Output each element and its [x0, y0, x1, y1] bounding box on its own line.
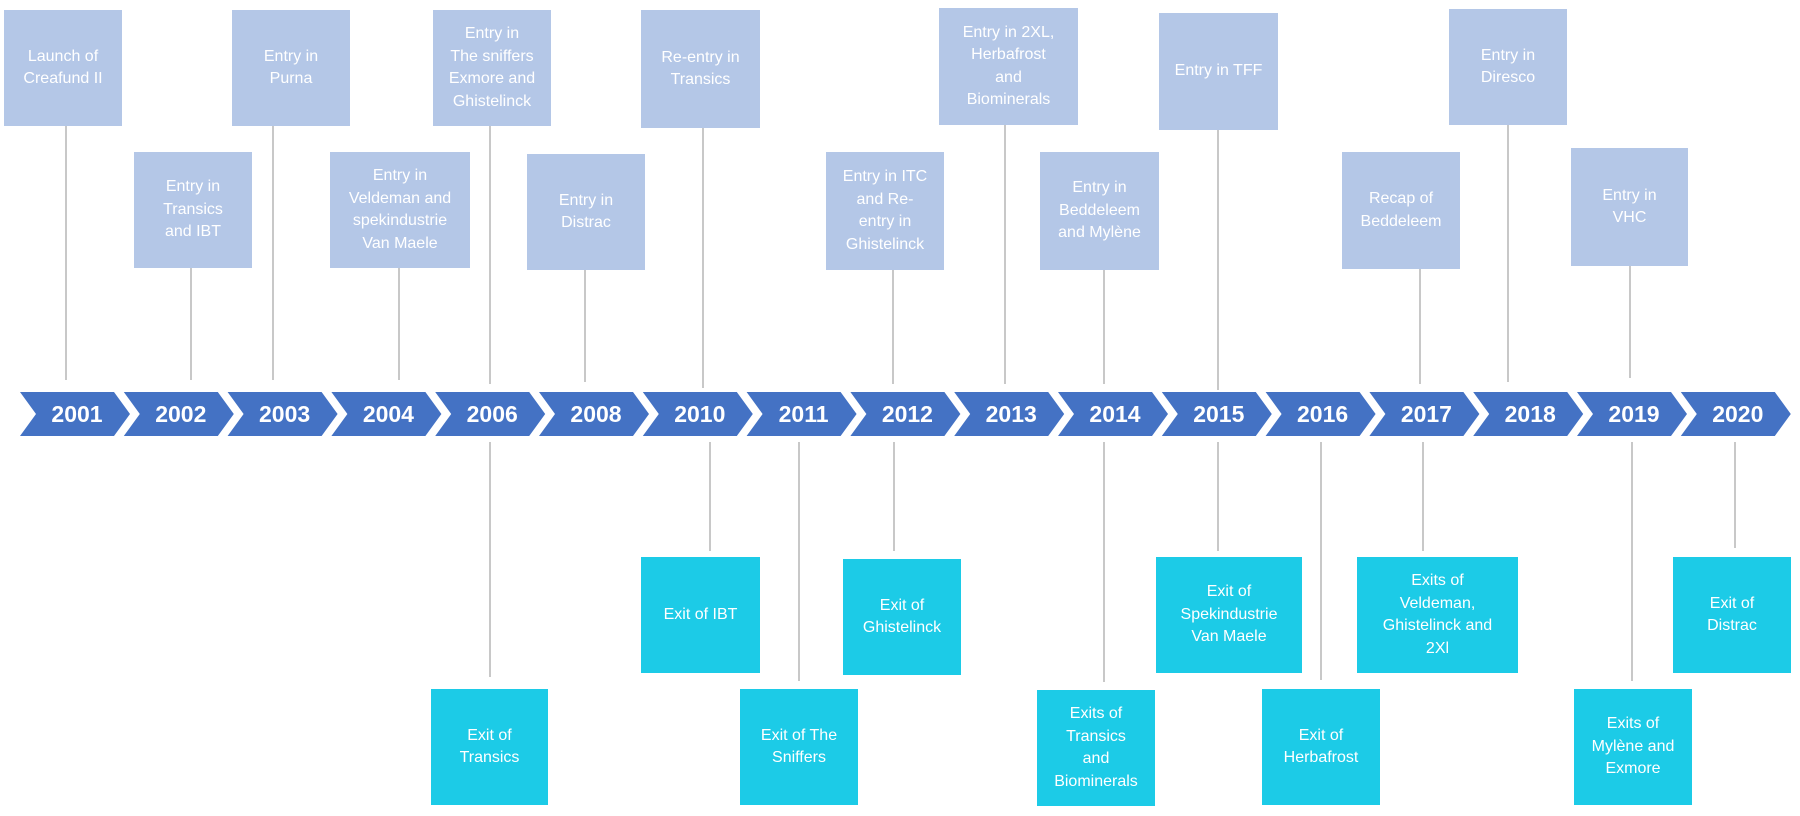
entry-box-2018: Entry in Diresco [1449, 9, 1567, 125]
entry-box-2019: Entry in VHC [1571, 148, 1688, 266]
chevron-2019 [1577, 392, 1687, 436]
exit-text-2011: Exit of The Sniffers [760, 726, 838, 767]
chevron-2020 [1680, 392, 1791, 436]
chevron-2010 [642, 392, 753, 436]
entry-box-2017: Recap of Beddeleem [1342, 152, 1460, 269]
entry-box-2004: Entry in Veldeman and spekindustrie Van … [330, 152, 470, 268]
year-label-2001: 2001 [51, 401, 102, 427]
year-label-2006: 2006 [467, 401, 518, 427]
chevron-2013 [954, 392, 1065, 436]
connector-lines [65, 125, 1736, 682]
entry-box-2015: Entry in TFF [1159, 13, 1278, 130]
year-label-2010: 2010 [674, 401, 725, 427]
entry-box-2008: Entry in Distrac [527, 154, 645, 270]
exit-text-2014: Exits of Transics and Biominerals [1054, 705, 1138, 790]
entry-text-2015: Entry in TFF [1174, 62, 1263, 80]
year-label-2014: 2014 [1089, 401, 1140, 427]
year-label-2011: 2011 [779, 401, 829, 427]
chevron-2003 [227, 392, 338, 436]
entry-text-2012: Entry in ITC and Re- entry in Ghistelinc… [842, 168, 928, 253]
year-label-2015: 2015 [1193, 401, 1244, 427]
exit-box-2010: Exit of IBT [641, 557, 760, 673]
year-label-2003: 2003 [259, 401, 310, 427]
exit-text-2012: Exit of Ghistelinck [862, 596, 942, 637]
chevron-2015 [1161, 392, 1272, 436]
year-label-2018: 2018 [1505, 401, 1556, 427]
entry-text-2001: Launch of Creafund II [23, 47, 103, 88]
chevron-2018 [1473, 392, 1584, 436]
exit-text-2019: Exits of Mylène and Exmore [1591, 715, 1675, 778]
entry-box-2014: Entry in Beddeleem and Mylène [1040, 152, 1159, 270]
chevron-2008 [539, 392, 649, 436]
year-label-2002: 2002 [155, 401, 206, 427]
year-chevron-row: 2001 2002 2003 2004 2006 2008 2010 2011 2012 2013… [20, 392, 1791, 436]
exit-box-2006: Exit of Transics [431, 689, 548, 805]
exit-text-2015: Exit of Spekindustrie Van Maele [1180, 583, 1278, 646]
exit-box-2017: Exits of Veldeman, Ghistelinck and 2Xl [1357, 557, 1518, 673]
entry-box-2003: Entry in Purna [232, 10, 350, 126]
chevron-2016 [1265, 392, 1376, 436]
exit-text-2017: Exits of Veldeman, Ghistelinck and 2Xl [1382, 572, 1493, 657]
entry-box-2002: Entry in Transics and IBT [134, 152, 252, 268]
exit-text-2006: Exit of Transics [459, 726, 520, 767]
year-label-2017: 2017 [1401, 401, 1452, 427]
entry-box-2013: Entry in 2XL, Herbafrost and Biominerals [939, 8, 1078, 125]
exit-box-2020: Exit of Distrac [1673, 557, 1791, 673]
entry-text-2008: Entry in Distrac [558, 191, 614, 232]
chevron-2004 [331, 392, 442, 436]
entry-text-2004: Entry in Veldeman and spekindustrie Van … [348, 167, 452, 252]
year-label-2004: 2004 [363, 401, 414, 427]
exit-box-2014: Exits of Transics and Biominerals [1037, 690, 1155, 806]
entry-text-2002: Entry in Transics and IBT [163, 178, 223, 241]
chevron-2017 [1369, 392, 1480, 436]
exit-text-2010: Exit of IBT [663, 605, 738, 623]
chevron-2002 [123, 392, 234, 436]
entry-box-2012: Entry in ITC and Re- entry in Ghistelinc… [826, 152, 944, 270]
exit-box-2011: Exit of The Sniffers [740, 689, 858, 805]
chevron-2001 [20, 392, 130, 436]
chevron-2011 [746, 392, 857, 436]
year-label-2012: 2012 [882, 401, 933, 427]
exit-box-2019: Exits of Mylène and Exmore [1574, 689, 1692, 805]
exit-box-2012: Exit of Ghistelinck [843, 559, 961, 675]
entry-box-2006: Entry in The sniffers Exmore and Ghistel… [433, 10, 551, 126]
entry-text-2013: Entry in 2XL, Herbafrost and Biominerals [962, 23, 1055, 109]
exit-text-2016: Exit of Herbafrost [1283, 726, 1359, 767]
year-label-2013: 2013 [986, 401, 1037, 427]
exit-box-2016: Exit of Herbafrost [1262, 689, 1380, 805]
year-label-2008: 2008 [570, 401, 621, 427]
chevron-2006 [435, 392, 546, 436]
year-label-2019: 2019 [1608, 401, 1659, 427]
entry-text-2014: Entry in Beddeleem and Mylène [1058, 179, 1141, 242]
entry-text-2003: Entry in Purna [263, 47, 319, 88]
exit-box-2015: Exit of Spekindustrie Van Maele [1156, 557, 1302, 673]
entry-text-2018: Entry in Diresco [1480, 46, 1536, 87]
year-label-2016: 2016 [1297, 401, 1348, 427]
entry-text-2019: Entry in VHC [1602, 186, 1657, 227]
entry-box-2010: Re-entry in Transics [641, 10, 760, 128]
entry-text-2010: Re-entry in Transics [661, 48, 740, 89]
entry-box-2001: Launch of Creafund II [4, 10, 122, 126]
chevron-2014 [1058, 392, 1168, 436]
exit-text-2020: Exit of Distrac [1707, 594, 1757, 635]
chevron-2012 [850, 392, 961, 436]
year-label-2020: 2020 [1712, 401, 1763, 427]
entry-text-2017: Recap of Beddeleem [1360, 190, 1442, 230]
entry-text-2006: Entry in The sniffers Exmore and Ghistel… [448, 25, 536, 110]
